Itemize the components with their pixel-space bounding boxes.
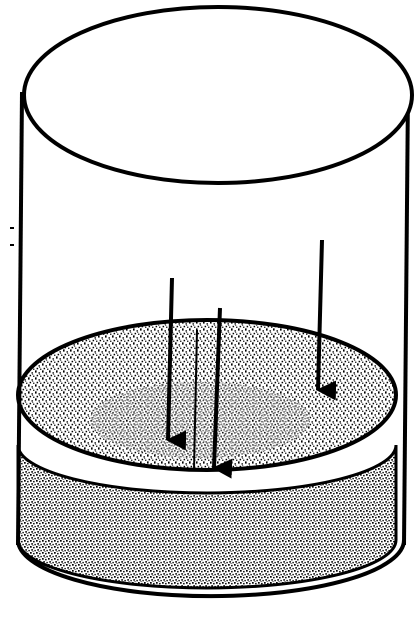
cylinder-top-rim — [24, 7, 412, 183]
settling-zone — [90, 382, 310, 458]
cylinder-right-wall — [404, 90, 408, 545]
